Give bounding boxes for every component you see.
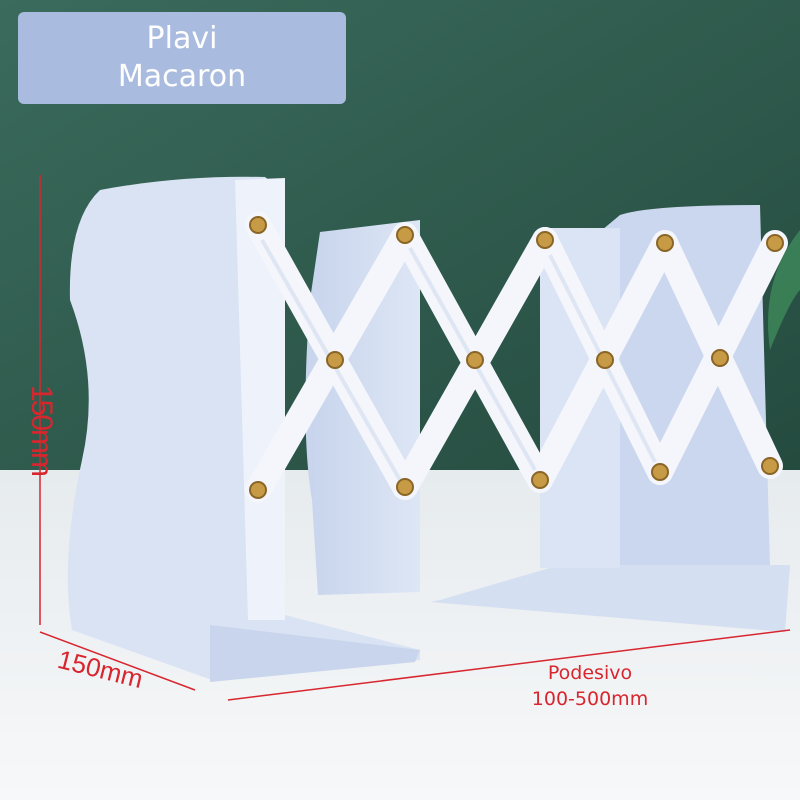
- color-label-line1: Plavi: [146, 21, 218, 56]
- dimension-lines: [39, 175, 791, 701]
- rivets: [249, 216, 784, 499]
- plant-leaf: [768, 230, 800, 350]
- range-value: 100-500mm: [531, 688, 649, 710]
- range-title: Podesivo: [547, 662, 633, 684]
- height-dimension: 150mm: [25, 385, 58, 476]
- color-label: Plavi Macaron: [18, 12, 346, 104]
- color-label-line2: Macaron: [117, 59, 247, 94]
- left-bookend: [67, 176, 420, 682]
- adjustable-range: Podesivo 100-500mm: [500, 660, 680, 712]
